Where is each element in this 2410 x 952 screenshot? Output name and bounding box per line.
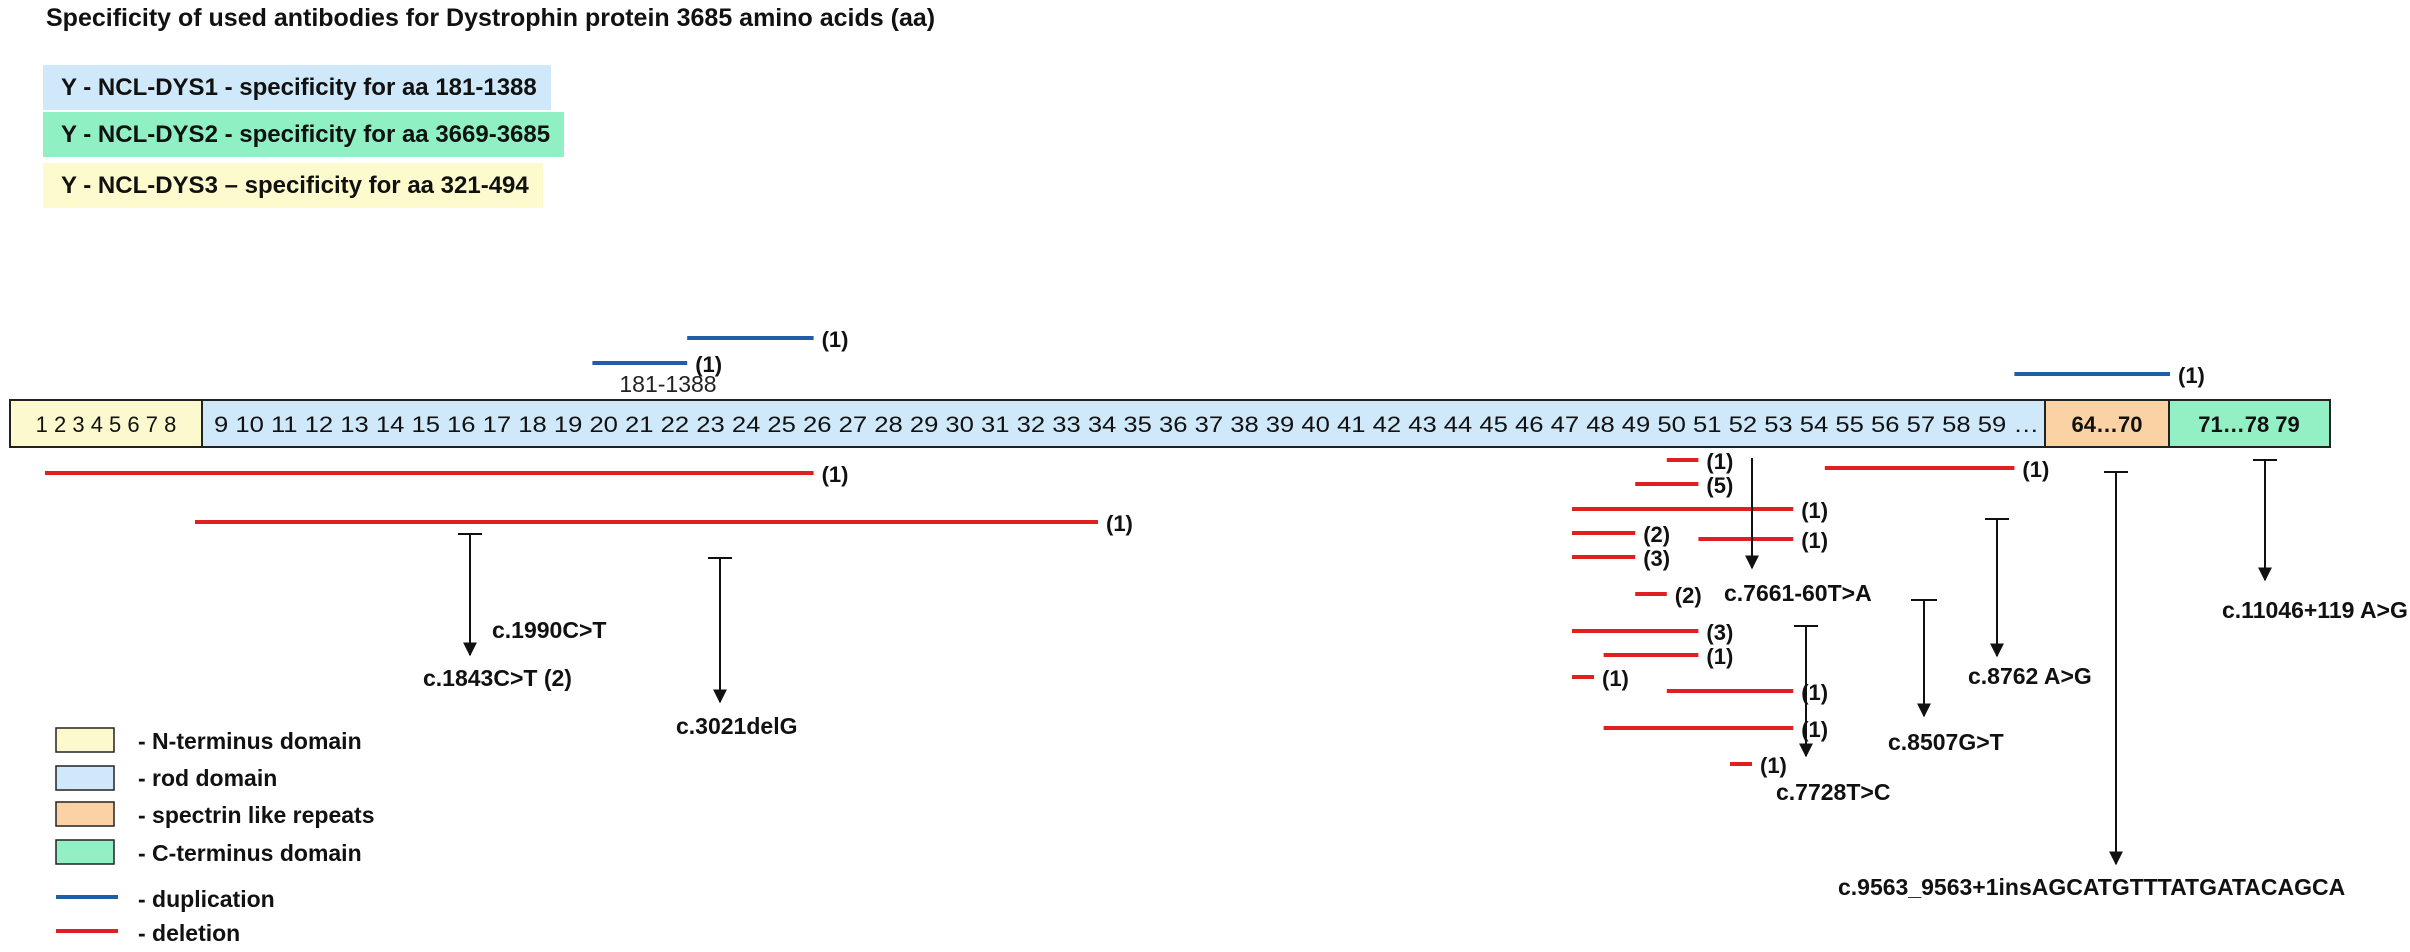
deletion-count: (2) xyxy=(1643,522,1670,547)
mutation-label: c.1843C>T (2) xyxy=(423,665,572,691)
deletion-count: (1) xyxy=(1801,528,1828,553)
mutation-label: c.9563_9563+1insAGCATGTTTATGATACAGCA xyxy=(1838,874,2345,900)
c-terminus-segment xyxy=(2168,399,2331,448)
legend-label: - deletion xyxy=(138,920,240,946)
legend-swatch-spectrin xyxy=(55,801,115,827)
duplication-count: (1) xyxy=(2178,363,2205,388)
legend-swatch-n-terminus xyxy=(55,727,115,753)
deletion-count: (1) xyxy=(2022,457,2049,482)
mutation-label: c.8507G>T xyxy=(1888,729,2004,755)
figure-title: Specificity of used antibodies for Dystr… xyxy=(46,4,936,32)
duplication-count: (1) xyxy=(695,352,722,377)
protein-bar: 181-1388 1 2 3 4 5 6 7 8 9 10 11 12 13 1… xyxy=(9,371,2331,448)
legend-label: - N-terminus domain xyxy=(138,728,362,754)
spectrin-segment xyxy=(2044,399,2170,448)
deletion-count: (3) xyxy=(1706,620,1733,645)
antibody-ncl-dys1: Y - NCL-DYS1 - specificity for aa 181-13… xyxy=(43,65,551,110)
mutation-label: c.3021delG xyxy=(676,713,797,739)
legend-label: - duplication xyxy=(138,886,275,912)
deletion-layer: (1) (1) (1) (5) (1) (2) (3) (1) (1) (2) … xyxy=(45,449,2049,778)
deletion-count: (1) xyxy=(1801,498,1828,523)
deletion-count: (1) xyxy=(1706,644,1733,669)
antibody-ncl-dys2: Y - NCL-DYS2 - specificity for aa 3669-3… xyxy=(43,112,565,157)
rod-segment xyxy=(201,399,2046,448)
legend: - N-terminus domain - rod domain - spect… xyxy=(55,727,375,946)
deletion-count: (3) xyxy=(1643,546,1670,571)
c-terminus-exons: 71…78 79 xyxy=(2198,412,2300,437)
deletion-count: (1) xyxy=(1706,449,1733,474)
duplication-count: (1) xyxy=(822,327,849,352)
point-mutation-c7661: c.7661-60T>A xyxy=(1724,458,1872,606)
point-mutation-c9563: c.9563_9563+1insAGCATGTTTATGATACAGCA xyxy=(1838,471,2345,900)
point-mutation-c3021: c.3021delG xyxy=(676,557,797,739)
rod-region-label: 181-1388 xyxy=(619,371,716,397)
mutation-label: c.8762 A>G xyxy=(1968,663,2092,689)
mutation-label: c.1990C>T xyxy=(492,617,606,643)
point-mutation-c7728: c.7728T>C xyxy=(1776,625,1890,805)
point-mutation-c1990-c1843: c.1990C>T c.1843C>T (2) xyxy=(423,533,606,691)
n-terminus-exons: 1 2 3 4 5 6 7 8 xyxy=(36,412,177,437)
point-mutation-c11046: c.11046+119 A>G xyxy=(2222,459,2408,623)
n-terminus-segment xyxy=(9,399,203,448)
antibody-ncl-dys3: Y - NCL-DYS3 – specificity for aa 321-49… xyxy=(43,163,543,208)
deletion-count: (1) xyxy=(822,462,849,487)
point-mutation-c8762: c.8762 A>G xyxy=(1968,518,2092,689)
legend-swatch-rod xyxy=(55,765,115,791)
deletion-count: (1) xyxy=(1760,753,1787,778)
legend-label: - C-terminus domain xyxy=(138,840,362,866)
rod-exons: 9 10 11 12 13 14 15 16 17 18 19 20 21 22… xyxy=(214,412,2039,437)
mutation-label: c.7728T>C xyxy=(1776,779,1890,805)
duplication-layer: (1) (1) (1) xyxy=(592,327,2205,388)
mutation-label: c.7661-60T>A xyxy=(1724,580,1872,606)
legend-label: - rod domain xyxy=(138,765,277,791)
deletion-count: (1) xyxy=(1602,666,1629,691)
point-mutation-c8507: c.8507G>T xyxy=(1888,599,2004,755)
deletion-count: (2) xyxy=(1675,583,1702,608)
legend-swatch-c-terminus xyxy=(55,839,115,865)
point-mutation-layer: c.1990C>T c.1843C>T (2) c.3021delG c.766… xyxy=(423,458,2408,900)
mutation-label: c.11046+119 A>G xyxy=(2222,597,2408,623)
spectrin-exons: 64…70 xyxy=(2072,412,2143,437)
legend-label: - spectrin like repeats xyxy=(138,802,375,828)
deletion-count: (1) xyxy=(1106,511,1133,536)
deletion-count: (5) xyxy=(1706,473,1733,498)
